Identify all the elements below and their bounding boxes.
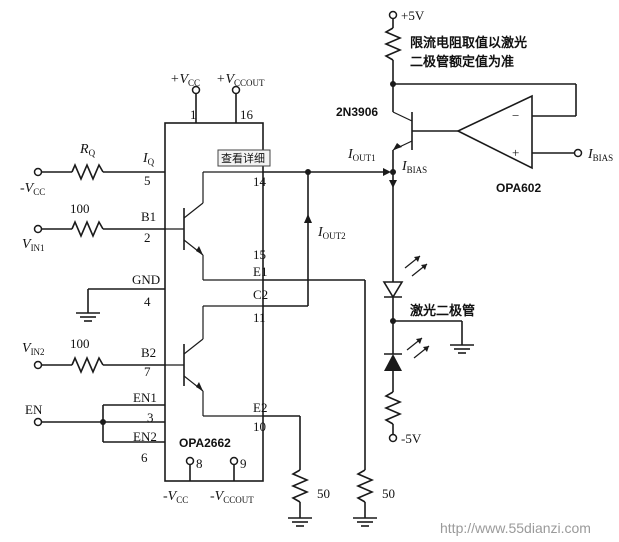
pin1-number: 1 — [190, 107, 197, 122]
tooltip-text: 查看详细 — [221, 151, 265, 165]
current-limit-resistor — [383, 27, 403, 61]
iout2-arrow — [304, 214, 312, 223]
vin1-input-branch: 100 VIN1 — [22, 201, 165, 253]
en-branch: EN — [25, 402, 165, 443]
pin3-number: 3 — [147, 410, 154, 425]
chip-name: OPA2662 — [179, 436, 231, 450]
b2-pin-label: B2 — [141, 345, 156, 360]
pin4-number: 4 — [144, 294, 151, 309]
chip-body — [164, 122, 264, 482]
output-wiring: IOUT2 IOUT1 50 50 — [263, 147, 395, 527]
e1-pin-label: E1 — [253, 264, 267, 279]
pin7-number: 7 — [144, 364, 151, 379]
minus5v-label: -5V — [401, 431, 422, 446]
vccout-bottom-terminal — [229, 456, 239, 466]
iout2-label: IOUT2 — [317, 225, 346, 241]
vin1-terminal — [33, 224, 43, 234]
pin5-number: 5 — [144, 173, 151, 188]
vccout-top-terminal — [231, 85, 241, 95]
pnp-transistor-2n3906 — [392, 111, 458, 172]
ibias-input-terminal — [573, 148, 583, 158]
opamp-label: OPA602 — [496, 181, 541, 195]
minus5v-terminal — [388, 433, 398, 443]
pin6-number: 6 — [141, 450, 148, 465]
b1-pin-label: B1 — [141, 209, 156, 224]
vccout-top-label: +VCCOUT — [216, 72, 265, 88]
r50-resistor-2 — [355, 469, 375, 503]
r50-resistor-1 — [290, 469, 310, 503]
view-details-tooltip[interactable]: 查看详细 — [217, 149, 271, 167]
pin14-number: 14 — [253, 174, 267, 189]
opamp-minus: − — [512, 108, 519, 123]
r4-value: 50 — [382, 486, 395, 501]
bottom-resistor — [383, 391, 403, 425]
e2-pin-label: E2 — [253, 400, 267, 415]
plus5v-terminal — [388, 10, 398, 20]
en1-pin-label: EN1 — [133, 390, 157, 405]
note-line2: 二极管额定值为准 — [410, 54, 514, 70]
vccout-bottom-label: -VCCOUT — [210, 489, 254, 505]
internal-transistor-1 — [165, 171, 263, 281]
c2-pin-label: C2 — [253, 287, 268, 302]
laser-diode — [384, 337, 430, 392]
r1-value: 100 — [70, 201, 90, 216]
vcc-bottom-terminal — [185, 456, 195, 466]
vin2-terminal — [33, 360, 43, 370]
watermark: http://www.55dianzi.com — [440, 520, 591, 536]
vin1-label: VIN1 — [22, 237, 45, 253]
neg-vcc-label: -VCC — [20, 181, 45, 197]
iout1-label: IOUT1 — [347, 147, 376, 163]
photodiode — [382, 255, 428, 354]
vcc-top-label: +VCC — [170, 72, 200, 88]
ibias2-label: IBIAS — [587, 147, 613, 163]
ibias-arrow — [389, 180, 397, 188]
pin16-number: 16 — [240, 107, 254, 122]
neg-vcc-terminal — [33, 167, 43, 177]
internal-transistor-2 — [165, 305, 263, 417]
laser-driver: +5V 限流电阻取值以激光 二极管额定值为准 2N3906 IBIAS − — [336, 8, 613, 446]
opa2662-chip: OPA2662 +VCC +VCCOUT 1 16 8 9 -VCC -VCCO… — [132, 72, 268, 505]
pin9-number: 9 — [240, 456, 247, 471]
iout1-arrow — [383, 168, 391, 176]
plus5v-label: +5V — [401, 8, 425, 23]
r100-resistor-1 — [71, 219, 104, 239]
rq-label: RQ — [79, 142, 96, 158]
vin2-label: VIN2 — [22, 341, 45, 357]
iq-pin-label: IQ — [142, 151, 155, 167]
r2-value: 100 — [70, 336, 90, 351]
r100-resistor-2 — [71, 355, 104, 375]
vin2-input-branch: 100 VIN2 — [22, 336, 165, 375]
opamp-plus: + — [512, 145, 519, 160]
gnd-branch — [76, 288, 165, 322]
note-line1: 限流电阻取值以激光 — [410, 35, 527, 51]
gnd-pin-label: GND — [132, 272, 160, 287]
pin10-number: 10 — [253, 419, 266, 434]
ibias1-label: IBIAS — [401, 159, 427, 175]
en2-pin-label: EN2 — [133, 429, 157, 444]
vcc-bottom-label: -VCC — [163, 489, 188, 505]
r3-value: 50 — [317, 486, 330, 501]
en-label: EN — [25, 402, 43, 417]
rq-resistor — [71, 162, 104, 182]
laser-diode-label: 激光二极管 — [410, 303, 475, 319]
pin2-number: 2 — [144, 230, 151, 245]
pin8-number: 8 — [196, 456, 203, 471]
transistor-label: 2N3906 — [336, 105, 378, 119]
rq-input-branch: RQ -VCC — [20, 142, 165, 197]
pin15-number: 15 — [253, 247, 266, 262]
en-terminal — [33, 417, 43, 427]
vcc-top-terminal — [191, 85, 201, 95]
pin11-number: 11 — [253, 310, 266, 325]
opamp-opa602: − + — [456, 94, 583, 170]
